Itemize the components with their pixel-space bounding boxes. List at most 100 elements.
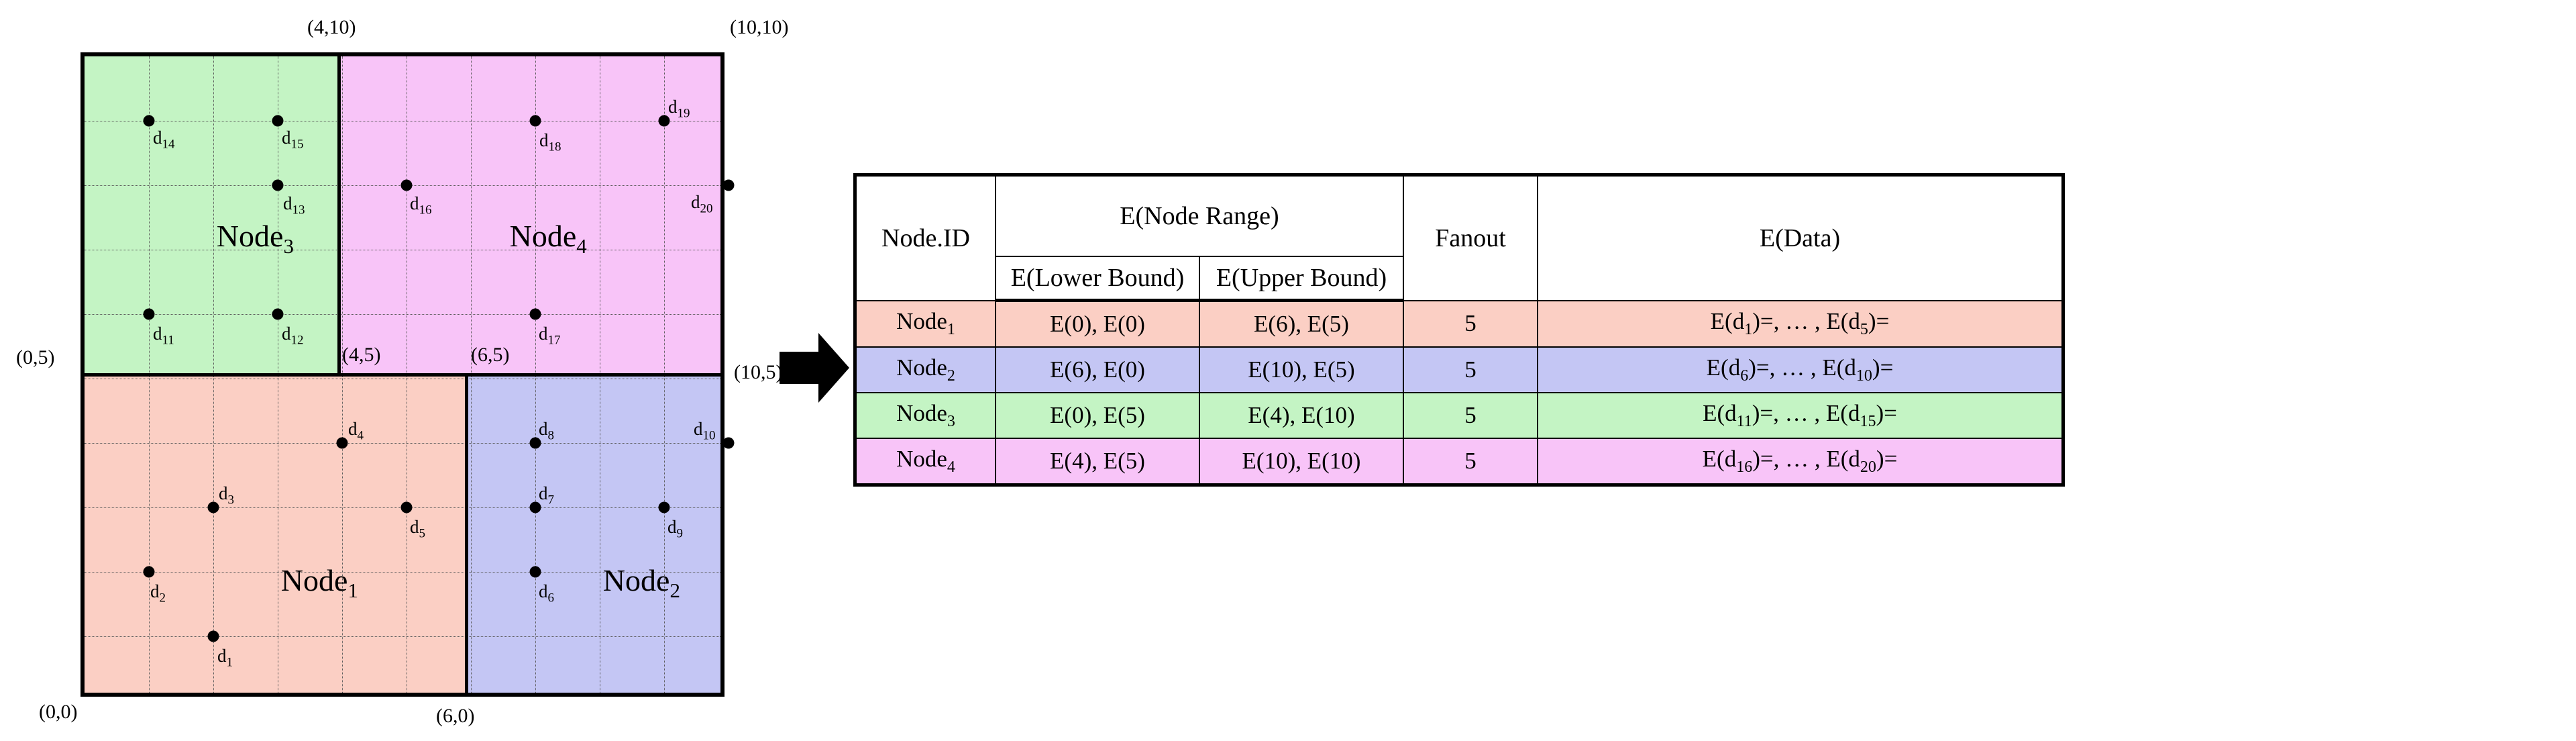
data-point-label-d3: d3 (219, 483, 234, 507)
data-point-d10 (722, 437, 735, 449)
region-label-node4: Node4 (509, 218, 587, 258)
header-upper-bound: E(Upper Bound) (1199, 256, 1404, 302)
data-point-d9 (658, 501, 670, 513)
cell-node-id: Node1 (854, 299, 996, 348)
gridline-horizontal (85, 443, 720, 444)
right-arrow-icon (780, 333, 849, 403)
data-point-label-d20: d20 (691, 192, 713, 216)
header-node-id: Node.ID (854, 174, 996, 301)
region-label-node1: Node1 (280, 563, 358, 603)
coordinate-label: (10,5) (734, 361, 783, 383)
gridline-horizontal (85, 572, 720, 573)
coordinate-label: (6,5) (471, 344, 510, 366)
header-lower-bound: E(Lower Bound) (995, 256, 1200, 302)
data-point-d14 (143, 115, 155, 127)
data-point-d12 (272, 308, 284, 320)
region-node2 (466, 375, 720, 693)
data-point-d16 (400, 179, 413, 191)
partition-separator-horizontal (85, 373, 720, 377)
data-point-d17 (529, 308, 541, 320)
data-point-d13 (272, 179, 284, 191)
table-header-row-1: Node.ID E(Node Range) Fanout E(Data) (854, 174, 2064, 301)
cell-lower-bound: E(0), E(0) (995, 299, 1200, 348)
coordinate-label: (10,10) (730, 16, 789, 38)
cell-node-id: Node4 (854, 438, 996, 486)
data-point-label-d2: d2 (150, 581, 166, 605)
region-node3 (85, 56, 339, 375)
data-point-label-d19: d19 (668, 97, 690, 121)
cell-fanout: 5 (1403, 299, 1538, 348)
data-point-label-d13: d13 (283, 193, 305, 217)
data-point-label-d5: d5 (410, 517, 425, 541)
data-point-d20 (722, 179, 735, 191)
partition-separator-vertical-top (337, 56, 341, 375)
data-point-label-d17: d17 (539, 324, 561, 348)
header-node-range: E(Node Range) (995, 174, 1404, 257)
data-point-label-d12: d12 (282, 324, 304, 348)
data-point-d11 (143, 308, 155, 320)
data-point-label-d15: d15 (282, 128, 304, 152)
node-table: Node.ID E(Node Range) Fanout E(Data) E(L… (853, 173, 2065, 487)
gridline-horizontal (85, 636, 720, 637)
data-point-label-d10: d10 (694, 419, 716, 443)
data-point-label-d16: d16 (410, 193, 432, 217)
data-point-label-d6: d6 (539, 581, 554, 605)
cell-fanout: 5 (1403, 392, 1538, 439)
data-point-d7 (529, 501, 541, 513)
data-point-d8 (529, 437, 541, 449)
data-point-label-d11: d11 (153, 324, 174, 348)
data-point-d2 (143, 566, 155, 578)
data-point-label-d1: d1 (217, 646, 233, 670)
coordinate-label: (0,0) (39, 701, 78, 723)
data-point-label-d9: d9 (667, 517, 683, 541)
gridline-horizontal (85, 314, 720, 315)
region-label-node2: Node2 (602, 563, 680, 603)
cell-data: E(d11)=, … , E(d15)= (1537, 392, 2064, 439)
coordinate-label: (4,5) (342, 344, 381, 366)
cell-upper-bound: E(10), E(10) (1199, 438, 1404, 486)
cell-fanout: 5 (1403, 438, 1538, 486)
coordinate-label: (4,10) (307, 16, 356, 38)
data-point-d19 (658, 115, 670, 127)
header-data: E(Data) (1537, 174, 2064, 301)
table-header-row-2: E(Lower Bound) E(Upper Bound) (855, 256, 2063, 302)
data-point-d1 (207, 630, 219, 642)
data-point-d6 (529, 566, 541, 578)
cell-upper-bound: E(6), E(5) (1199, 299, 1404, 348)
cell-lower-bound: E(0), E(5) (995, 392, 1200, 439)
cell-upper-bound: E(4), E(10) (1199, 392, 1404, 439)
cell-node-id: Node2 (854, 346, 996, 393)
cell-node-id: Node3 (854, 392, 996, 439)
region-node1 (85, 375, 466, 693)
region-node4 (339, 56, 720, 375)
cell-data: E(d1)=, … , E(d5)= (1537, 299, 2064, 348)
data-point-label-d8: d8 (539, 419, 554, 443)
data-point-d5 (400, 501, 413, 513)
cell-fanout: 5 (1403, 346, 1538, 393)
spatial-partition-diagram: Node1 Node2 Node3 Node4 d1 d2 d3 d4 d5 d6 d7 d8 d9 d… (0, 0, 852, 741)
data-point-label-d4: d4 (348, 419, 364, 443)
coordinate-label: (0,5) (16, 346, 55, 368)
cell-data: E(d6)=, … , E(d10)= (1537, 346, 2064, 393)
coordinate-label: (6,0) (436, 705, 475, 727)
cell-data: E(d16)=, … , E(d20)= (1537, 438, 2064, 486)
data-point-d15 (272, 115, 284, 127)
data-point-d18 (529, 115, 541, 127)
data-point-label-d7: d7 (539, 483, 554, 507)
cell-lower-bound: E(6), E(0) (995, 346, 1200, 393)
data-point-d4 (336, 437, 348, 449)
cell-upper-bound: E(10), E(5) (1199, 346, 1404, 393)
data-point-label-d18: d18 (539, 130, 561, 154)
plot-area: Node1 Node2 Node3 Node4 d1 d2 d3 d4 d5 d6 d7 d8 d9 d… (80, 52, 735, 697)
node-table-container: Node.ID E(Node Range) Fanout E(Data) E(L… (853, 173, 2065, 487)
data-point-d3 (207, 501, 219, 513)
header-fanout: Fanout (1403, 174, 1538, 301)
data-point-label-d14: d14 (153, 128, 175, 152)
region-label-node3: Node3 (216, 218, 294, 258)
partition-separator-vertical-bottom (464, 375, 468, 693)
